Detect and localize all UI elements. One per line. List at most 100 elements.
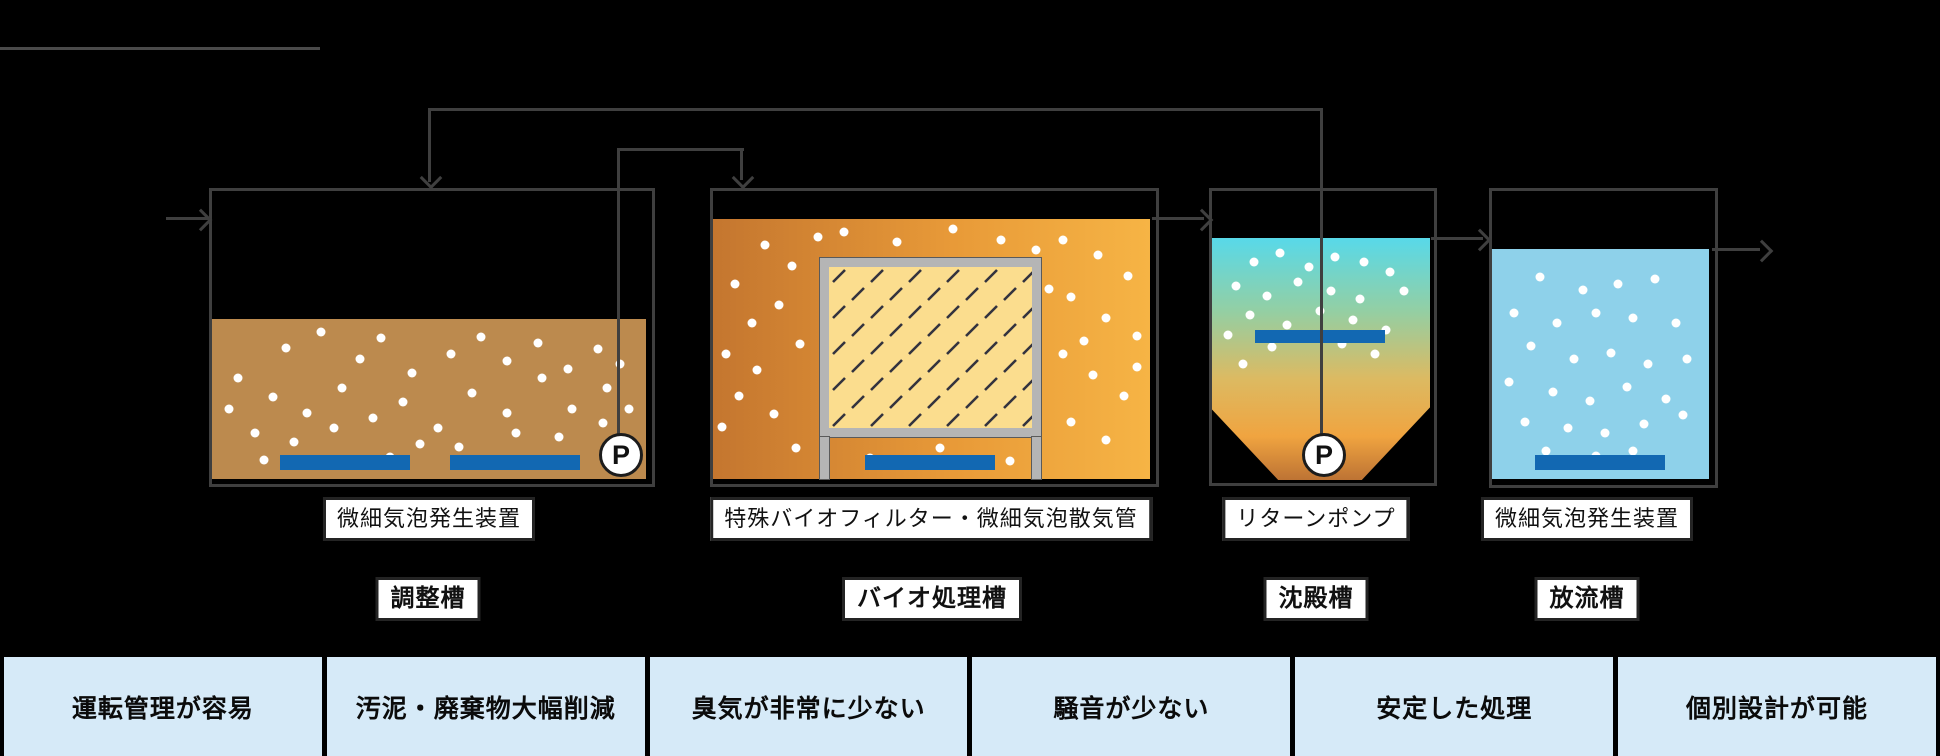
inflow-line (166, 217, 208, 220)
bubble (1585, 396, 1595, 406)
bubble (1031, 245, 1041, 255)
bubble (511, 428, 521, 438)
bubble (1520, 417, 1530, 426)
bubble (730, 279, 740, 289)
tank-name-bio-treatment: バイオ処理槽 (842, 577, 1022, 621)
bubble (1628, 313, 1638, 323)
bubble (1606, 348, 1616, 357)
device-label-return-pump: リターンポンプ (1222, 497, 1410, 541)
bubble (948, 224, 958, 234)
bubble (1569, 354, 1579, 364)
bubble (1355, 294, 1365, 303)
feature-strip: 運転管理が容易 汚泥・廃棄物大幅削減 臭気が非常に少ない 騒音が少ない 安定した… (0, 657, 1940, 756)
bubble (1348, 315, 1358, 325)
discharge-tank-liquid (1492, 249, 1709, 479)
bubble (1600, 428, 1610, 438)
bubble (1093, 250, 1103, 260)
bubble (316, 327, 325, 337)
bubble (624, 404, 634, 414)
bubble (1628, 446, 1638, 456)
bubble (774, 300, 784, 310)
bubble (1671, 318, 1681, 328)
bubble (892, 237, 902, 247)
bubble (1563, 423, 1573, 433)
feature-cell: 安定した処理 (1295, 657, 1614, 756)
bubble (337, 383, 347, 393)
bio-treatment-tank (710, 188, 1159, 487)
bubble (259, 455, 269, 465)
bubble (795, 339, 805, 349)
bio-filter-leg-left (820, 437, 829, 479)
bubble (1535, 272, 1545, 282)
discharge-tank (1489, 188, 1718, 488)
bubble (1359, 257, 1369, 267)
bubble (567, 404, 577, 414)
bubble (502, 408, 512, 418)
bubble (1622, 382, 1632, 392)
tank-name-sedimentation: 沈殿槽 (1263, 577, 1369, 621)
bubble (593, 344, 603, 354)
bubble (1044, 284, 1054, 294)
adjustment-tank-liquid (212, 319, 646, 479)
bubble (1509, 308, 1519, 318)
bubble (1330, 252, 1340, 262)
transfer-arrowhead-icon (731, 166, 755, 190)
bubble (1613, 279, 1623, 288)
micro-bubble-diffuser (450, 455, 580, 470)
bubble (717, 422, 727, 432)
bubble (1262, 291, 1272, 301)
adjustment-tank (209, 188, 655, 487)
bubble (1119, 391, 1129, 401)
bubble (1101, 435, 1111, 445)
bubble (839, 227, 849, 237)
bubble (281, 343, 291, 353)
bubble (935, 443, 945, 453)
bubble (1548, 387, 1558, 397)
bubble (1578, 285, 1588, 295)
bubble (1326, 286, 1336, 296)
return-pipe-horizontal (428, 108, 1323, 111)
bubble (1304, 262, 1314, 272)
micro-bubble-diffuser (280, 455, 410, 470)
bubble (368, 413, 378, 423)
bubble (1231, 281, 1241, 291)
bubble (1249, 257, 1259, 267)
feature-cell: 個別設計が可能 (1618, 657, 1936, 756)
return-pipe-drop (428, 108, 431, 182)
feature-cell: 汚泥・廃棄物大幅削減 (326, 657, 645, 756)
bubble (329, 423, 339, 433)
bubble (1058, 235, 1068, 245)
bubble (433, 423, 443, 433)
bubble (1385, 267, 1395, 277)
bubble (752, 365, 762, 375)
title-underline (0, 47, 320, 50)
bubble (791, 443, 801, 453)
bubble (502, 356, 512, 366)
tank-name-discharge: 放流槽 (1534, 577, 1640, 621)
bubble (398, 397, 408, 407)
bubble (1245, 310, 1255, 320)
return-pipe-vertical (1320, 108, 1323, 452)
bubble (1123, 271, 1133, 281)
bubble (1088, 370, 1098, 380)
device-label-bubble-generator-1: 微細気泡発生装置 (322, 497, 536, 541)
settler-to-discharge-line (1431, 237, 1483, 240)
bio-filter-leg-right (1032, 437, 1041, 479)
bubble (1552, 318, 1562, 328)
bubble (1293, 277, 1303, 287)
tank-name-adjustment: 調整槽 (375, 577, 481, 621)
bubble (1591, 308, 1601, 318)
bubble (760, 240, 770, 250)
transfer-pipe-drop (740, 148, 743, 180)
bubble (1267, 342, 1277, 352)
bubble (289, 437, 299, 447)
bubble (407, 368, 417, 378)
bubble (1101, 313, 1111, 323)
bubble (1066, 417, 1076, 427)
bubble (233, 373, 243, 383)
bubble (769, 409, 779, 419)
bubble (1282, 320, 1292, 330)
bubble (415, 439, 425, 449)
bubble (563, 364, 573, 374)
